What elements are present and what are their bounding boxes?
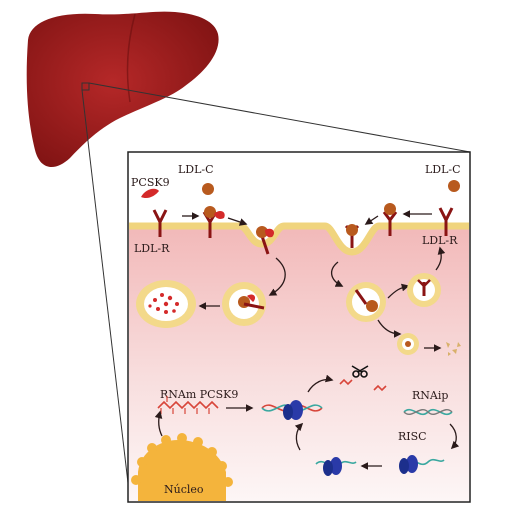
arrow [227,217,248,226]
pcsk9-label: PCSK9 [131,176,170,189]
arrow [435,246,446,271]
arrow [449,423,460,450]
arrow [154,410,163,437]
ldlc-label-right: LDL-C [425,163,461,176]
lysosome-degradation [136,280,196,328]
arrow [377,319,402,338]
ldl-receptor [152,209,168,237]
receptor-ldl-pcsk9-complex [202,206,225,238]
arrow [268,257,286,296]
nucleus-icon: Núcleo [131,433,233,501]
receptor-complex-in-pit [256,226,275,255]
cleaved-mrna [339,378,387,392]
ldlc-label-left: LDL-C [178,163,214,176]
ldlr-label-left: LDL-R [134,242,170,255]
arrow [294,422,304,451]
zoom-lines [81,82,471,501]
active-risc [315,457,357,476]
nucleo-label: Núcleo [164,483,204,496]
mrna-strand [157,400,219,410]
ldl-particle [448,180,460,192]
arrow [307,374,334,393]
cell-membrane [129,222,469,256]
endosome-pcsk9 [222,282,266,326]
scissors-icon [351,365,369,378]
ldlr-label-right: LDL-R [422,234,458,247]
ldl-particle [202,183,214,195]
arrow [331,261,344,287]
rnam-pcsk9-label: RNAm PCSK9 [160,388,238,401]
risc-complex-icon [399,455,445,474]
arrow [364,215,379,225]
mrna-risc-complex [261,400,323,420]
zoom-source-box [81,82,90,91]
degraded-ldl-vesicle [397,333,419,355]
rnaip-label: RNAip [412,389,448,402]
recycling-vesicle [407,273,441,307]
arrow [387,283,410,299]
sirna-duplex [403,408,453,416]
pcsk9-protein [141,188,159,199]
endosome-ldl [346,282,386,322]
risc-label: RISC [398,430,427,443]
receptor-ldl-in-pit [344,224,360,248]
receptor-ldl-complex [382,203,398,236]
ldl-fragments [446,342,461,356]
ldl-receptor [438,207,454,236]
